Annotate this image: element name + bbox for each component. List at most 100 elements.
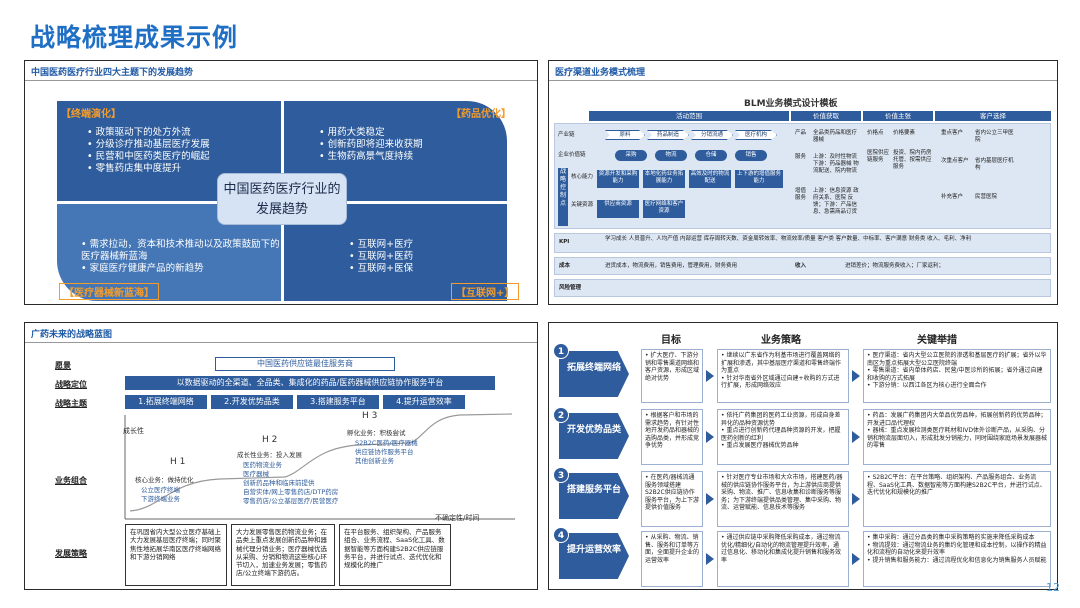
center-topic-line1: 中国医药医疗行业的 bbox=[223, 182, 341, 197]
label-terminal: 【终端演化】 bbox=[61, 109, 121, 120]
list-item: 互联网+医保 bbox=[349, 263, 413, 275]
strategic-control-label: 战略控制点 bbox=[558, 168, 568, 226]
arrow-right-icon bbox=[706, 553, 714, 565]
head-strategy: 业务策略 bbox=[761, 335, 801, 346]
value-step: 物流 bbox=[655, 150, 687, 161]
page-number: 12 bbox=[1046, 581, 1060, 594]
action-item: 零售渠道：省内单体药店、民营/中医诊所的拓展；省外通过自建和收购的方式拓展 bbox=[867, 367, 1047, 382]
value-step: 仓储 bbox=[695, 150, 727, 161]
horizon-h2: H 2 bbox=[262, 435, 278, 445]
arrow-right-icon bbox=[852, 431, 860, 443]
blm-heading: BLM业务模式设计模板 bbox=[744, 99, 838, 109]
list-item: 互联网+医疗 bbox=[349, 239, 413, 251]
row-number: 3 bbox=[553, 467, 569, 483]
h3-item: 其他创新业务 bbox=[355, 457, 394, 465]
goal-box: 扩大医疗、下游分销和零售渠道网络和客户资源，形成区域绝对优势 bbox=[641, 349, 703, 403]
hospital-service-text: 投资、院内药房托管、按需供应服务 bbox=[893, 150, 932, 170]
strategy-box: 在巩固省内大型公立医疗基础上大力发展基层医疗终端；同时聚焦性地拓展华南区医疗终端… bbox=[125, 524, 227, 586]
horizon-h3: H 3 bbox=[362, 411, 378, 421]
value-step: 销售 bbox=[735, 150, 767, 161]
col-head-customer: 客户选择 bbox=[935, 111, 1051, 121]
slide-title: 战略梳理成果示例 bbox=[30, 23, 239, 52]
arrow-right-icon bbox=[852, 493, 860, 505]
arrow-right-icon bbox=[706, 493, 714, 505]
action-box: S2B2C平台：在平台策略、组织架构、产品服务组合、业务流程、SaaS化工具、数… bbox=[863, 471, 1051, 527]
action-box: 医疗渠道：省内大型公立医院的渗透和基层医疗的扩展；省外以华南区为重点拓展大型公立… bbox=[863, 349, 1051, 403]
h2-title: 成长性业务：投入发展 bbox=[237, 451, 302, 459]
value-added-text: 上游：信息资源 政府关系、医院 反馈；下游：产品信息、急需商品订货 bbox=[813, 188, 859, 215]
row-title-block: 搭建服务平台 bbox=[559, 473, 629, 519]
head-goal: 目标 bbox=[661, 335, 681, 346]
goal-item: 在医药/器械流通服务领域搭建S2B2C供应链协作服务平台，为上下游提供价值服务 bbox=[645, 474, 699, 512]
position-bar: 以数据驱动的全渠道、全品类、集成化的药品/医药器械供应链协作服务平台 bbox=[125, 376, 495, 390]
goal-box: 根据客户和市场的需求趋势，有针对性地开发药品和器械的选购品类，并形成竞争优势 bbox=[641, 409, 703, 465]
action-item: 医疗渠道：省内大型公立医院的渗透和基层医疗的扩展；省外以华南区为重点拓展大型公立… bbox=[867, 352, 1047, 367]
vision-box: 中国医药供应链最佳服务商 bbox=[215, 357, 395, 371]
col-head-value-proposition: 价值主张 bbox=[863, 111, 933, 121]
blm-main-grid: 产业链 原料 药品制造 分销流通 医疗机构 企业价值链 采购 物流 仓储 销售 … bbox=[554, 123, 1051, 229]
trends-panel: 中国医药医疗行业四大主题下的发展趋势 政策驱动下的处方外流 分级诊疗推动基层医疗… bbox=[24, 60, 538, 305]
supp-customer-text: 民营医院 bbox=[975, 194, 998, 200]
trends-quadrant: 政策驱动下的处方外流 分级诊疗推动基层医疗发展 民营和中医药类医疗的崛起 零售药… bbox=[57, 101, 507, 301]
value-added-label: 增值服务 bbox=[795, 188, 807, 201]
h3-item: S2B2C医药/医疗器械 bbox=[355, 439, 418, 447]
chain-step: 药品制造 bbox=[647, 130, 689, 140]
cost-text: 进货成本，物流费用，销售费用，管理费用，财务费用 bbox=[605, 263, 738, 269]
hospital-service-label: 医院供应链服务 bbox=[867, 150, 890, 163]
risk-label: 风险管理 bbox=[559, 285, 582, 291]
col-head-scope: 活动范围 bbox=[589, 111, 789, 121]
capability-cell: 本地化药业务拓展能力 bbox=[643, 170, 685, 188]
blueprint-panel: 广药未来的战略蓝图 愿景 战略定位 战略主题 业务组合 发展策略 中国医药供应链… bbox=[24, 322, 538, 590]
h3-item: 供应链协作服务平台 bbox=[355, 448, 414, 456]
drug-list: 用药大类稳定 创新药即将迎来收获期 生物药高景气度持续 bbox=[319, 127, 423, 163]
goal-box: 在医药/器械流通服务领域搭建S2B2C供应链协作服务平台，为上下游提供价值服务 bbox=[641, 471, 703, 527]
chain-step: 分销流通 bbox=[691, 130, 733, 140]
row-number: 1 bbox=[553, 343, 569, 359]
kpi-text: 学习成长 人员晋升、人均产值 内部运营 库存周转天数、资金周转效率、物流效率/质… bbox=[605, 236, 972, 242]
h1-title: 核心业务：做持优化 bbox=[135, 476, 194, 484]
cost-label: 成本 bbox=[559, 263, 571, 269]
row-label-strategy: 发展策略 bbox=[55, 549, 87, 558]
action-item: 提升销售和服务能力：通过流程优化和信息化为销售服务人员赋能 bbox=[867, 557, 1047, 565]
action-item: S2B2C平台：在平台策略、组织架构、产品服务组合、业务流程、SaaS化工具、数… bbox=[867, 474, 1047, 497]
strategy-matrix-panel: 目标 业务策略 关键举措 1 拓展终端网络 扩大医疗、下游分销和零售渠道网络和客… bbox=[548, 322, 1058, 590]
resource-cell: 供应商资源 bbox=[597, 200, 639, 218]
arrow-right-icon bbox=[706, 370, 714, 382]
theme-item: 1.拓展终端网络 bbox=[125, 395, 207, 409]
theme-item: 2.开发优势品类 bbox=[211, 395, 293, 409]
action-item: 集中采购：通过分品类的集中采购策略的实施来降低采购成本 bbox=[867, 534, 1047, 542]
enterprise-value-label: 企业价值链 bbox=[558, 152, 586, 158]
h2-item: 医药物流业务 bbox=[243, 461, 282, 469]
trends-panel-title: 中国医药医疗行业四大主题下的发展趋势 bbox=[25, 61, 537, 81]
row-title-block: 开发优势品类 bbox=[559, 413, 629, 459]
h2-item: 自营实体/网上零售药店/DTP药房 bbox=[243, 488, 339, 496]
kpi-row: KPI 学习成长 人员晋升、人均产值 内部运营 库存周转天数、资金周转效率、物流… bbox=[554, 233, 1051, 253]
col-head-value-capture: 价值获取 bbox=[791, 111, 861, 121]
h1-item: 下游终端业务 bbox=[141, 495, 180, 503]
action-box: 药品：发展广药集团内大单品优势品种，拓展创新药的优势品种；开发进口品代理权 器械… bbox=[863, 409, 1051, 465]
goal-item: 扩大医疗、下游分销和零售渠道网络和客户资源，形成区域绝对优势 bbox=[645, 352, 699, 382]
capability-cell: 高效及时的物流配送 bbox=[689, 170, 731, 188]
key-customer-label: 重点客户 bbox=[941, 130, 964, 136]
h2-item: 创新药品种和临床前提供 bbox=[243, 479, 315, 487]
action-item: 下游分销：以西江各区为核心进行全面合作 bbox=[867, 382, 1047, 390]
head-action: 关键举措 bbox=[917, 335, 957, 346]
blueprint-panel-title: 广药未来的战略蓝图 bbox=[25, 323, 537, 343]
resource-cell: 医疗网络和客户资源 bbox=[643, 200, 685, 218]
sub-customer-text: 省内基层医疗机构 bbox=[975, 158, 1014, 171]
chain-step: 原料 bbox=[605, 130, 645, 140]
capability-cell: 上下游的增值服务能力 bbox=[735, 170, 783, 188]
value-step: 采购 bbox=[615, 150, 647, 161]
price-point-text: 价格要素 bbox=[893, 130, 916, 136]
list-item: 需求拉动，资本和技术推动以及政策鼓励下的医疗器械新蓝海 bbox=[81, 239, 281, 263]
goal-item: 根据客户和市场的需求趋势，有针对性地开发药品和器械的选购品类，并形成竞争优势 bbox=[645, 412, 699, 450]
horizon-h1: H 1 bbox=[170, 457, 186, 467]
h2-item: 零售药店/公立基层医疗/民营医疗 bbox=[243, 497, 339, 505]
theme-item: 3.搭建服务平台 bbox=[297, 395, 379, 409]
label-device: 【医疗器械新蓝海】 bbox=[59, 283, 159, 300]
goal-box: 从采购、物流、销售、服务和订单等方面，全面提升企业的运营效率 bbox=[641, 531, 703, 587]
strategy-box: 针对医疗专业市场和大众市场，搭建医药/器械的供应链协作服务平台，为上游供应商提供… bbox=[717, 471, 849, 527]
list-item: 零售药店集中度提升 bbox=[87, 163, 210, 175]
cost-row: 成本 进货成本，物流费用，销售费用，管理费用，财务费用 收入 进销差价；物流服务… bbox=[554, 257, 1051, 275]
strategy-item: 通过供应链中采购降低采购成本，通过物流优化/精细化/自动化的物流管理提升效率，通… bbox=[721, 534, 845, 564]
